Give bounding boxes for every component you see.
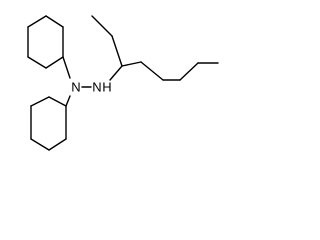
bond-upper-ring-to-n bbox=[62, 56, 71, 79]
bond-lower-ring-to-n bbox=[65, 95, 71, 107]
bond bbox=[45, 56, 64, 69]
nitrogen-label: N bbox=[71, 80, 80, 95]
bond bbox=[91, 15, 113, 37]
pentyl-chain bbox=[121, 61, 219, 81]
chemical-structure-diagram: N N H bbox=[27, 15, 219, 151]
bond bbox=[111, 35, 123, 67]
lower-cyclohexyl-ring bbox=[30, 96, 67, 151]
bond bbox=[140, 61, 164, 81]
nitrogen-label: N bbox=[92, 80, 101, 95]
bond bbox=[45, 15, 64, 28]
upper-cyclohexyl-ring bbox=[27, 15, 64, 69]
bond bbox=[179, 62, 199, 81]
bond bbox=[27, 56, 47, 69]
bond bbox=[48, 96, 67, 107]
bond bbox=[30, 138, 50, 151]
ethyl-branch bbox=[91, 15, 123, 67]
hydrogen-label: H bbox=[102, 80, 111, 95]
bond-nh-to-chain bbox=[109, 65, 123, 81]
bond bbox=[30, 96, 50, 107]
bond bbox=[121, 61, 142, 67]
bond bbox=[48, 138, 67, 151]
bond bbox=[27, 15, 47, 28]
atom-label-n1: N bbox=[71, 80, 80, 95]
atom-label-n2: N H bbox=[92, 80, 111, 95]
